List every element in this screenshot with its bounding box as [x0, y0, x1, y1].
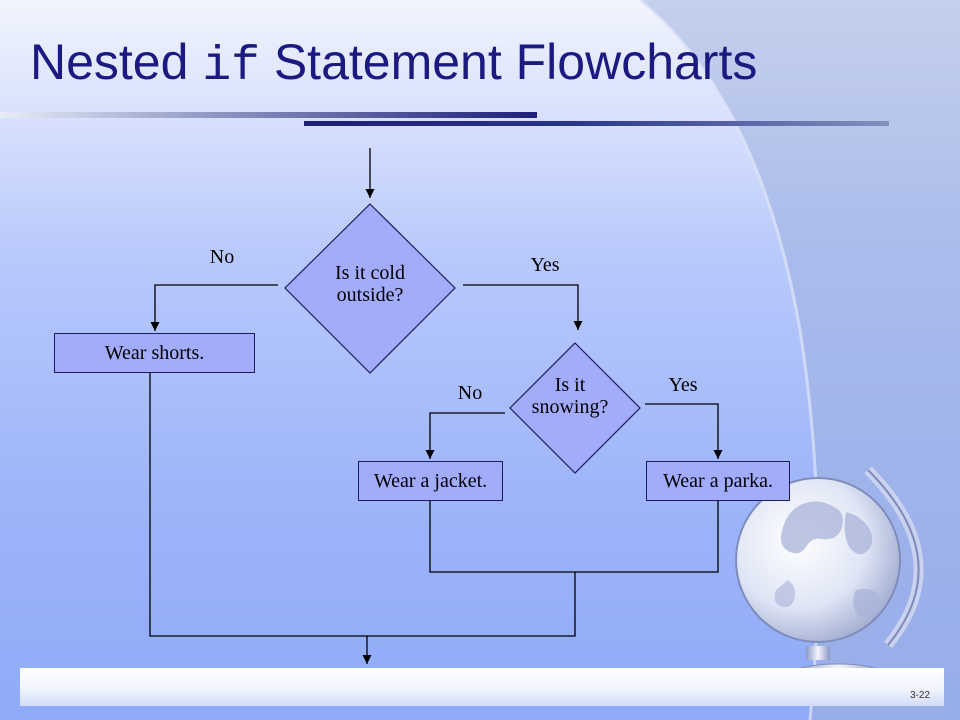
label-no-snow: No [457, 382, 483, 404]
shorts-merge [149, 372, 576, 637]
label-no-cold: No [209, 246, 235, 268]
decision-cold-line1: Is it cold [335, 262, 405, 284]
yes-cold-connector [463, 284, 583, 330]
title-text-end: Statement Flowcharts [259, 34, 758, 90]
slide-number: 3-22 [909, 690, 930, 701]
title-code-keyword: if [202, 40, 260, 94]
title-text-start: Nested [30, 34, 203, 90]
decision-snow-text: Is it snowing? [515, 374, 625, 418]
decision-cold-line2: outside? [336, 284, 404, 306]
decision-snow-diamond [509, 342, 641, 474]
label-yes-snow: Yes [668, 374, 698, 396]
box-wear-shorts: Wear shorts. [54, 333, 255, 373]
no-cold-connector [150, 284, 278, 331]
slide-title: Nested if Statement Flowcharts [30, 30, 757, 99]
decision-cold-diamond [284, 203, 456, 374]
decision-cold-text: Is it cold outside? [310, 262, 430, 306]
footer-bar [20, 668, 944, 706]
yes-snow-connector [645, 403, 723, 459]
decision-snow-line1: Is it [554, 374, 586, 396]
box-wear-parka: Wear a parka. [646, 461, 790, 501]
title-rule-top [0, 112, 537, 118]
label-yes-cold: Yes [530, 254, 560, 276]
decision-snow-line2: snowing? [531, 396, 609, 418]
box-wear-jacket: Wear a jacket. [358, 461, 503, 501]
title-rule-bottom [304, 121, 889, 126]
no-snow-connector [425, 412, 505, 459]
jacket-parka-merge [429, 500, 719, 573]
